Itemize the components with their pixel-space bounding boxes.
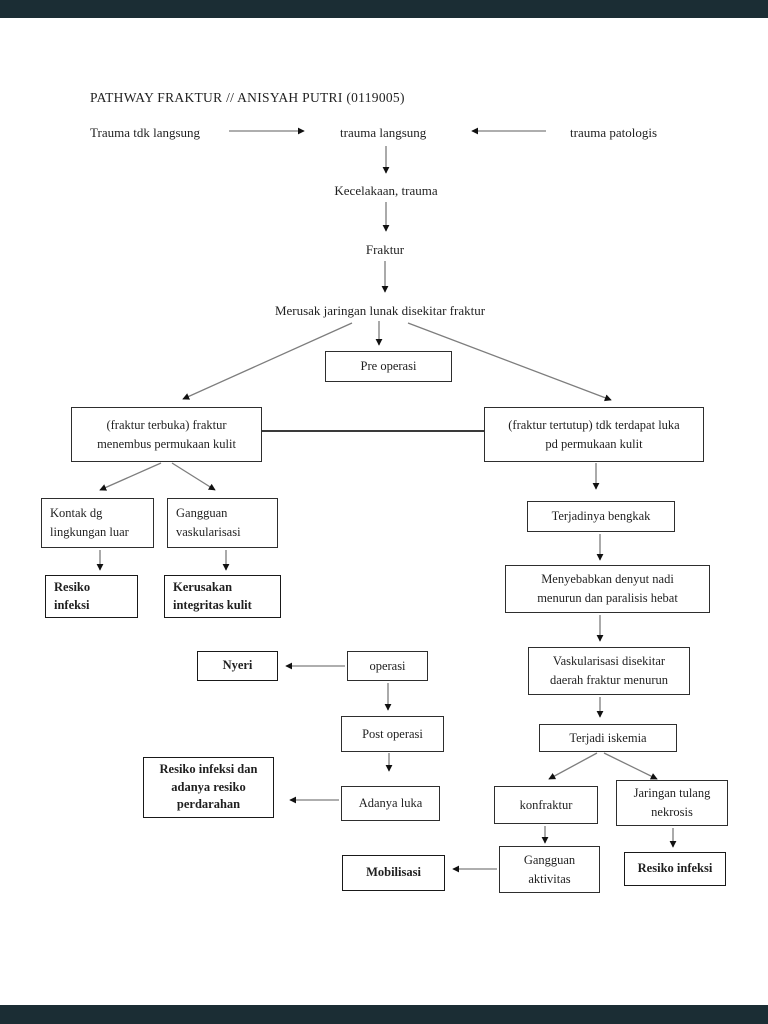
node-kerusakan-integritas: Kerusakan integritas kulit: [164, 575, 281, 618]
node-terjadinya-bengkak: Terjadinya bengkak: [527, 501, 675, 532]
node-menyebabkan-denyut: Menyebabkan denyut nadi menurun dan para…: [505, 565, 710, 613]
node-fraktur-terbuka: (fraktur terbuka) fraktur menembus permu…: [71, 407, 262, 462]
node-nyeri: Nyeri: [197, 651, 278, 681]
viewer-top-bar: [0, 0, 768, 18]
arrow-terbuka-to-kontak: [99, 462, 162, 491]
node-kontak-lingkungan: Kontak dg lingkungan luar: [41, 498, 154, 548]
node-kecelakaan-trauma: Kecelakaan, trauma: [334, 183, 438, 198]
node-vaskularisasi-menurun: Vaskularisasi disekitar daerah fraktur m…: [528, 647, 690, 695]
node-trauma-patologis: trauma patologis: [570, 125, 658, 140]
node-resiko-infeksi-kiri: Resiko infeksi: [45, 575, 138, 618]
node-merusak-jaringan: Merusak jaringan lunak disekitar fraktur: [274, 303, 486, 318]
node-fraktur-tertutup: (fraktur tertutup) tdk terdapat luka pd …: [484, 407, 704, 462]
node-resiko-perdarahan: Resiko infeksi dan adanya resiko perdara…: [143, 757, 274, 818]
node-adanya-luka: Adanya luka: [341, 786, 440, 821]
node-gangguan-vaskularisasi: Gangguan vaskularisasi: [167, 498, 278, 548]
node-trauma-tdk-langsung: Trauma tdk langsung: [90, 125, 201, 140]
node-gangguan-aktivitas: Gangguan aktivitas: [499, 846, 600, 893]
node-trauma-langsung: trauma langsung: [340, 125, 427, 140]
page-title: PATHWAY FRAKTUR // ANISYAH PUTRI (011900…: [90, 90, 405, 105]
node-terjadi-iskemia: Terjadi iskemia: [539, 724, 677, 752]
node-operasi: operasi: [347, 651, 428, 681]
arrow-iskemia-to-konfraktur: [548, 752, 598, 780]
node-konfraktur: konfraktur: [494, 786, 598, 824]
node-mobilisasi: Mobilisasi: [342, 855, 445, 891]
arrow-iskemia-to-jaringan-tulang: [603, 752, 658, 780]
node-resiko-infeksi-kanan: Resiko infeksi: [624, 852, 726, 886]
arrow-terbuka-to-gangguan-vask: [171, 462, 216, 491]
node-jaringan-tulang-nekrosis: Jaringan tulang nekrosis: [616, 780, 728, 826]
node-pre-operasi: Pre operasi: [325, 351, 452, 382]
viewer-bottom-bar: [0, 1005, 768, 1024]
node-fraktur: Fraktur: [365, 242, 405, 257]
node-post-operasi: Post operasi: [341, 716, 444, 752]
